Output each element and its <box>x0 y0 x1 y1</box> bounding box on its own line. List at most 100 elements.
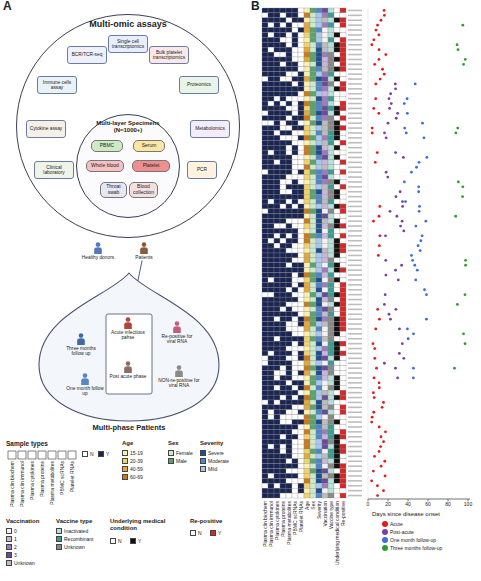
phase-dot <box>370 479 373 482</box>
heatmap-cell <box>298 346 304 351</box>
sample-box <box>38 451 46 459</box>
heatmap-cell <box>310 224 316 229</box>
sample-type-name: Plasma cytokines <box>29 461 35 500</box>
heatmap-cell <box>268 72 274 77</box>
heatmap-cell <box>310 464 316 469</box>
heatmap-cell <box>286 469 292 474</box>
heatmap-cell <box>322 82 328 87</box>
phase-dot <box>461 24 464 27</box>
heatmap-cell <box>268 67 274 72</box>
phase-dot <box>464 342 467 345</box>
heatmap-cell <box>262 145 268 150</box>
heatmap-cell <box>322 42 328 47</box>
heatmap-cell <box>328 331 334 336</box>
heatmap-cell <box>292 160 298 165</box>
heatmap-cell <box>268 292 274 297</box>
node-text: Blood collection <box>131 184 156 195</box>
heatmap-cell <box>262 469 268 474</box>
heatmap-cell <box>322 86 328 91</box>
heatmap-cell <box>280 278 286 283</box>
heatmap-cell <box>298 341 304 346</box>
heatmap-cell <box>268 464 274 469</box>
heatmap-cell <box>328 42 334 47</box>
heatmap-cell <box>280 57 286 62</box>
heatmap-cell <box>292 385 298 390</box>
heatmap-cell <box>268 312 274 317</box>
heatmap-cell <box>322 474 328 479</box>
heatmap-cell <box>298 351 304 356</box>
heatmap-cell <box>280 282 286 287</box>
heatmap-cell <box>310 410 316 415</box>
heatmap-cell <box>322 307 328 312</box>
heatmap-cell <box>268 253 274 258</box>
heatmap-cell <box>340 243 346 248</box>
heatmap-cell <box>322 429 328 434</box>
legend-text: Unknown <box>64 545 85 550</box>
heatmap-cell <box>262 209 268 214</box>
heatmap-cell <box>334 18 340 23</box>
row-label-mark <box>348 196 362 198</box>
heatmap-cell <box>316 346 322 351</box>
heatmap-cell <box>304 282 310 287</box>
heatmap-cell <box>328 106 334 111</box>
heatmap-cell <box>298 278 304 283</box>
heatmap-cell <box>316 214 322 219</box>
heatmap-cell <box>316 106 322 111</box>
specimen-box: Serum <box>133 140 165 152</box>
heatmap-cell <box>286 28 292 33</box>
heatmap-cell <box>310 317 316 322</box>
heatmap-cell <box>322 361 328 366</box>
tick-label: 100 <box>460 502 476 508</box>
heatmap-cell <box>334 444 340 449</box>
heatmap-cell <box>328 317 334 322</box>
legend-item: Mild <box>200 466 217 472</box>
heatmap-cell <box>334 385 340 390</box>
heatmap-cell <box>334 371 340 376</box>
heatmap-cell <box>304 307 310 312</box>
column-label: Underlying medical condition <box>334 501 340 565</box>
heatmap-cell <box>286 346 292 351</box>
tick-label: 20 <box>380 502 396 508</box>
heatmap-cell <box>304 327 310 332</box>
heatmap-cell <box>298 47 304 52</box>
heatmap-cell <box>340 459 346 464</box>
heatmap-cell <box>268 165 274 170</box>
legend-swatch <box>6 560 12 566</box>
row-label-mark <box>348 338 362 340</box>
heatmap-cell <box>322 28 328 33</box>
heatmap-cell <box>334 37 340 42</box>
phase-dot <box>388 107 391 110</box>
heatmap-cell <box>274 37 280 42</box>
phase-dot <box>372 391 375 394</box>
heatmap-cell <box>316 380 322 385</box>
heatmap-cell <box>268 268 274 273</box>
heatmap-cell <box>274 278 280 283</box>
heatmap-cell <box>316 243 322 248</box>
heatmap-cell <box>292 253 298 258</box>
heatmap-cell <box>292 33 298 38</box>
heatmap-cell <box>328 439 334 444</box>
heatmap-cell <box>298 229 304 234</box>
heatmap-cell <box>334 33 340 38</box>
heatmap-cell <box>304 72 310 77</box>
heatmap-cell <box>316 116 322 121</box>
legend-text: Y <box>138 539 141 544</box>
heatmap-cell <box>310 116 316 121</box>
heatmap-cell <box>286 454 292 459</box>
heatmap-cell <box>274 8 280 13</box>
heatmap-cell <box>322 292 328 297</box>
heatmap-cell <box>286 126 292 131</box>
phase-dot <box>425 293 428 296</box>
heatmap-cell <box>340 483 346 488</box>
heatmap-cell <box>292 180 298 185</box>
heatmap-cell <box>274 282 280 287</box>
heatmap-cell <box>328 224 334 229</box>
phase-dot <box>374 328 377 331</box>
heatmap-cell <box>304 214 310 219</box>
heatmap-cell <box>316 405 322 410</box>
heatmap-cell <box>316 91 322 96</box>
heatmap-cell <box>316 209 322 214</box>
heatmap-cell <box>274 62 280 67</box>
heatmap-cell <box>304 322 310 327</box>
heatmap-cell <box>268 376 274 381</box>
